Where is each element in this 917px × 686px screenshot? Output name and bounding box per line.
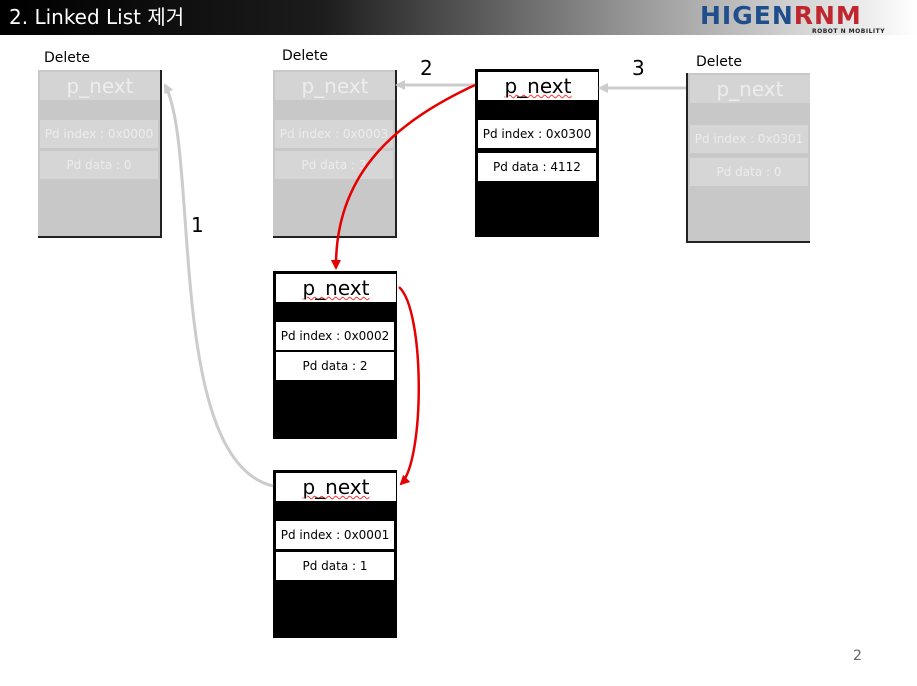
node-pnext-field: p_next [478,72,598,100]
title-bar: 2. Linked List 제거 [0,0,917,35]
node-pnext-field: p_next [276,473,396,501]
node-data-field: Pd data : 1 [276,552,394,580]
node-pnext-field: p_next [276,274,396,302]
node-index-field: Pd index : 0x0300 [478,120,596,148]
delete-label-node-c: Delete [696,54,742,70]
step-label-1: 1 [191,213,204,237]
logo-tagline: ROBOT N MOBILITY [812,28,886,35]
delete-label-node-a: Delete [44,50,90,66]
node-data-field: Pd data : 2 [276,352,394,380]
delete-label-node-b: Delete [282,48,328,64]
node-index-field: Pd index : 0x0301 [690,125,808,153]
head-node-0x0300: p_next Pd index : 0x0300 Pd data : 4112 [475,69,599,237]
node-data-field: Pd data : 0 [690,158,808,186]
node-index-field: Pd index : 0x0002 [276,322,394,350]
slide-title: 2. Linked List 제거 [9,5,185,29]
node-index-field: Pd index : 0x0001 [276,521,394,549]
node-data-field: Pd data : 0 [40,151,158,179]
deleted-node-0x0003: p_next Pd index : 0x0003 Pd data : 3 [273,70,397,238]
page-number: 2 [853,648,862,664]
node-index-field: Pd index : 0x0000 [40,120,158,148]
node-0x0001: p_next Pd index : 0x0001 Pd data : 1 [273,470,397,638]
node-pnext-field: p_next [690,75,810,103]
node-data-field: Pd data : 4112 [478,153,596,181]
step-label-2: 2 [420,56,433,80]
node-data-field: Pd data : 3 [275,151,393,179]
node-pnext-field: p_next [40,72,160,100]
node-pnext-field: p_next [275,72,395,100]
old-link-arrow-1 [163,83,274,488]
company-logo: HIGENRNM ROBOT N MOBILITY [700,2,912,36]
node-0x0002: p_next Pd index : 0x0002 Pd data : 2 [273,271,397,439]
node-index-field: Pd index : 0x0003 [275,120,393,148]
relink-arrow-0x0002-to-0x0001 [398,286,420,486]
deleted-node-0x0301: p_next Pd index : 0x0301 Pd data : 0 [686,73,810,243]
logo-wordmark: HIGENRNM [700,1,862,30]
step-label-3: 3 [632,56,645,80]
deleted-node-0x0000: p_next Pd index : 0x0000 Pd data : 0 [38,70,162,238]
